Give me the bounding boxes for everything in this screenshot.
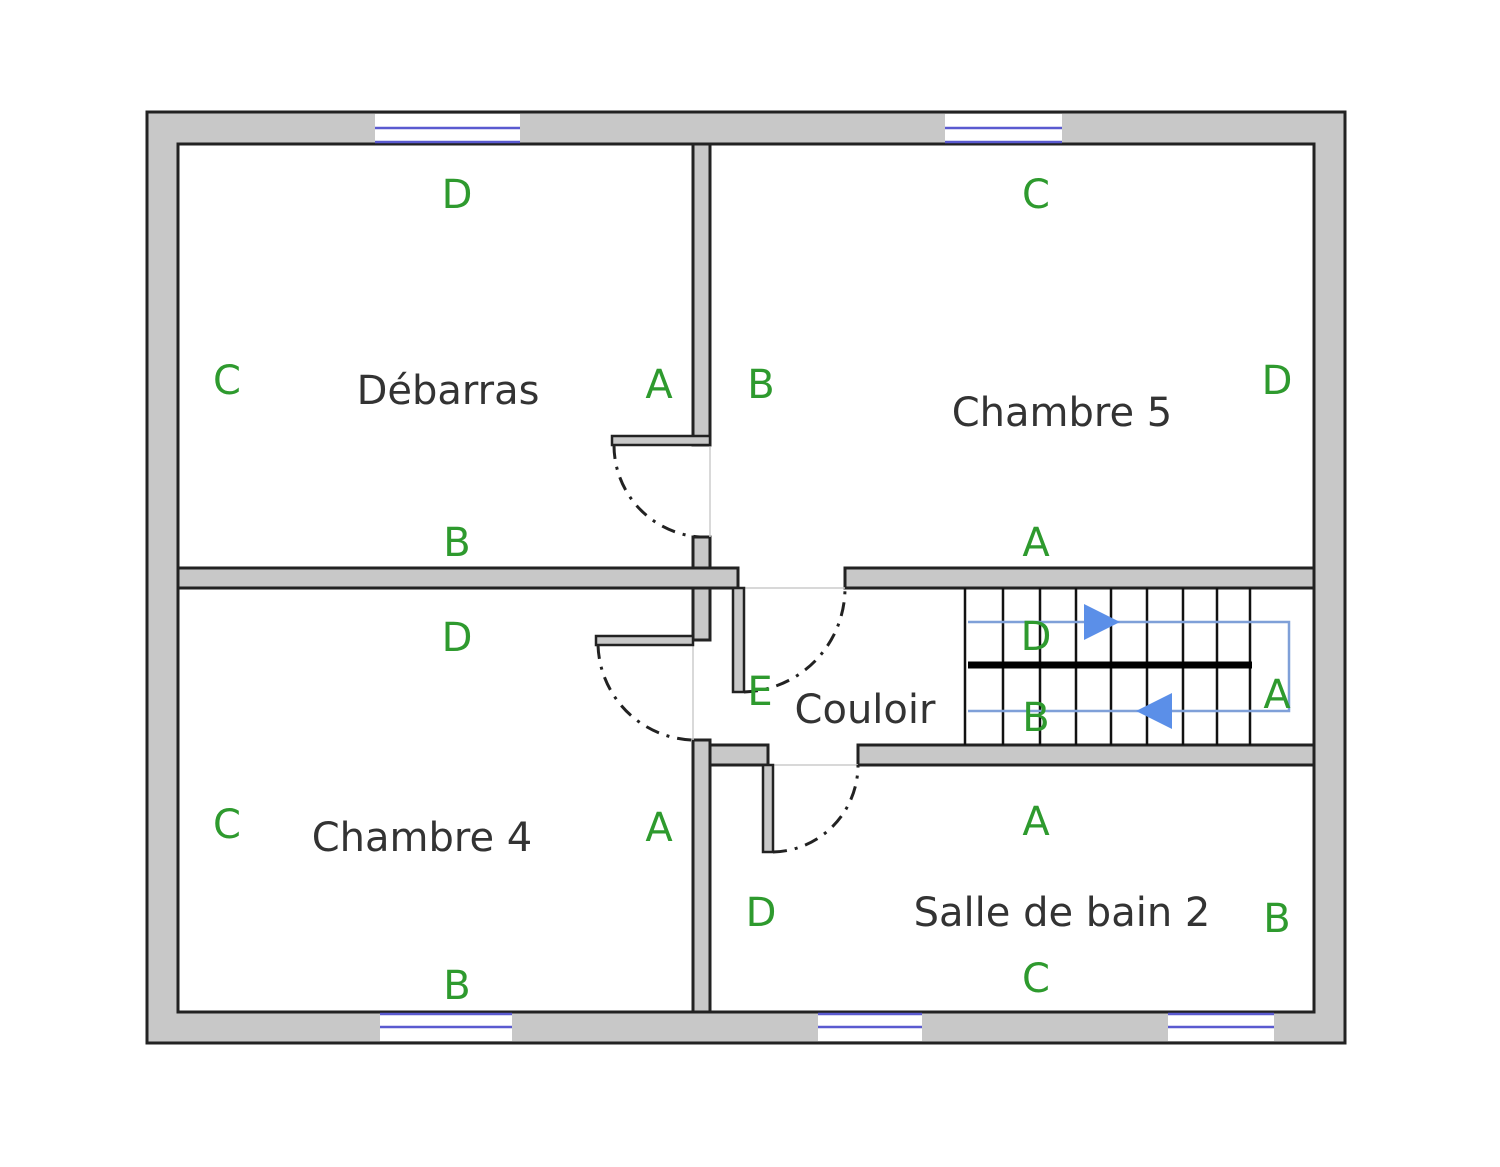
wall-label: A: [1022, 520, 1050, 566]
wall-label: B: [747, 362, 774, 408]
outer-wall: [145, 110, 1347, 1045]
wall-label: A: [645, 362, 673, 408]
wall-label: C: [213, 358, 241, 404]
wall-label: D: [442, 172, 473, 218]
wall-label: B: [443, 963, 470, 1009]
room-chambre5: Chambre 5: [952, 390, 1173, 436]
staircase: [963, 588, 1291, 745]
wall-label: D: [746, 890, 777, 936]
wall-label: B: [1022, 695, 1049, 741]
room-debarras: Débarras: [357, 368, 540, 414]
wall-label: B: [1263, 896, 1290, 942]
wall-label: A: [1263, 672, 1291, 718]
wall-label: C: [1022, 172, 1050, 218]
room-salle-de-bain2: Salle de bain 2: [914, 890, 1211, 936]
wall-label: E: [747, 669, 772, 715]
room-couloir: Couloir: [795, 687, 936, 733]
wall-label: A: [1022, 799, 1050, 845]
interior-walls: [176, 142, 1316, 1014]
wall-label: C: [213, 802, 241, 848]
wall-label: D: [442, 615, 473, 661]
wall-label: D: [1021, 614, 1052, 660]
doors: [594, 434, 860, 854]
windows: [375, 114, 1274, 1041]
wall-label: A: [645, 805, 673, 851]
wall-labels: D C A B C B D A D C A B A D B C E D A B: [213, 172, 1292, 1009]
stair-path: [968, 620, 1291, 713]
wall-label: B: [443, 520, 470, 566]
arrow-up-icon: [1084, 604, 1120, 640]
arrow-down-icon: [1136, 693, 1172, 729]
wall-label: C: [1022, 956, 1050, 1002]
wall-label: D: [1262, 358, 1293, 404]
room-chambre4: Chambre 4: [312, 815, 533, 861]
